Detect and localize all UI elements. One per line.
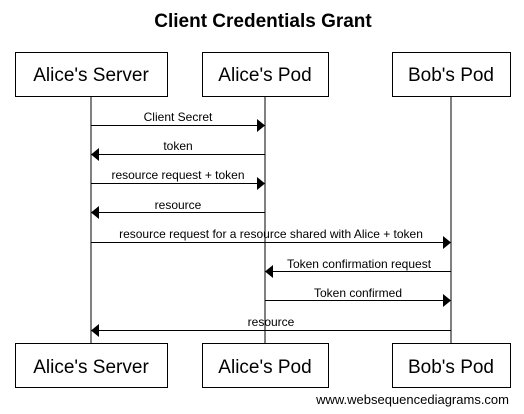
message-resource-to-server: resource bbox=[91, 198, 265, 219]
participant-label: Bob's Pod bbox=[408, 65, 494, 86]
participant-top-alices-pod: Alice's Pod bbox=[202, 52, 329, 97]
participant-label: Alice's Server bbox=[33, 357, 149, 378]
arrow-left-icon bbox=[91, 206, 99, 219]
participant-bottom-alices-server: Alice's Server bbox=[15, 343, 168, 388]
message-label: resource request + token bbox=[111, 168, 244, 182]
message-label: resource request for a resource shared w… bbox=[119, 227, 423, 241]
participant-bottom-alices-pod: Alice's Pod bbox=[202, 343, 329, 388]
message-label: Token confirmation request bbox=[287, 257, 432, 271]
message-resource-final: resource bbox=[91, 315, 451, 337]
message-client-secret: Client Secret bbox=[91, 110, 265, 132]
message-token: token bbox=[91, 139, 265, 161]
arrow-right-icon bbox=[443, 236, 451, 249]
message-token-confirmation-request: Token confirmation request bbox=[265, 257, 451, 278]
participant-label: Alice's Server bbox=[33, 65, 149, 86]
arrow-left-icon bbox=[91, 148, 99, 161]
message-label: resource bbox=[155, 198, 202, 212]
participant-label: Alice's Pod bbox=[218, 357, 311, 378]
message-label: Client Secret bbox=[144, 110, 213, 124]
participant-top-bobs-pod: Bob's Pod bbox=[392, 52, 511, 97]
participant-label: Alice's Pod bbox=[218, 65, 311, 86]
participant-bottom-bobs-pod: Bob's Pod bbox=[392, 343, 511, 388]
message-label: token bbox=[163, 139, 192, 153]
diagram-title: Client Credentials Grant bbox=[154, 11, 372, 32]
arrow-left-icon bbox=[265, 265, 273, 278]
participant-label: Bob's Pod bbox=[408, 357, 494, 378]
arrow-left-icon bbox=[91, 324, 99, 337]
message-shared-resource-request: resource request for a resource shared w… bbox=[91, 227, 451, 249]
watermark-link[interactable]: www.websequencediagrams.com bbox=[315, 392, 509, 407]
arrow-right-icon bbox=[257, 177, 265, 190]
message-label: resource bbox=[248, 315, 295, 329]
message-resource-request-token: resource request + token bbox=[91, 168, 265, 190]
arrow-right-icon bbox=[443, 294, 451, 307]
message-token-confirmed: Token confirmed bbox=[265, 286, 451, 307]
message-label: Token confirmed bbox=[314, 286, 402, 300]
participant-top-alices-server: Alice's Server bbox=[15, 52, 168, 97]
arrow-right-icon bbox=[257, 119, 265, 132]
